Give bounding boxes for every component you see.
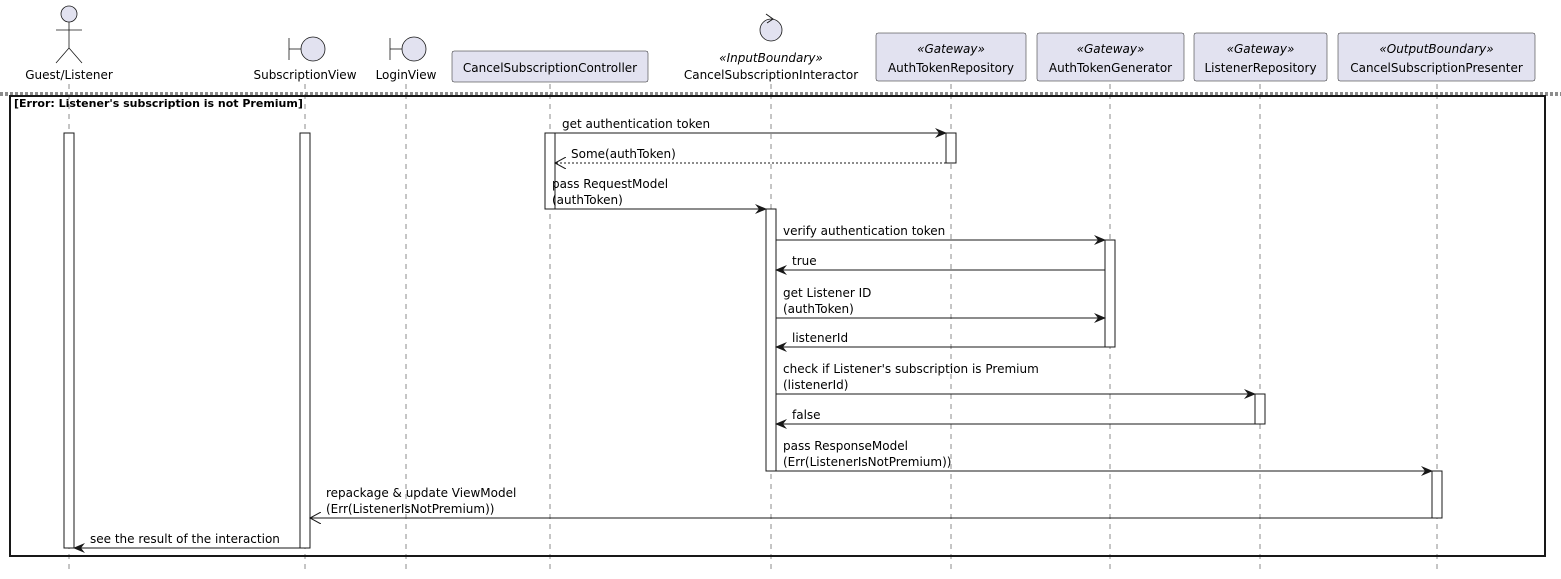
participant-name: AuthTokenGenerator bbox=[1049, 61, 1172, 75]
message-label: false bbox=[792, 408, 821, 422]
message-label: Some(authToken) bbox=[571, 147, 676, 161]
participant-name: CancelSubscriptionInteractor bbox=[684, 68, 858, 82]
participant-guest: Guest/Listener bbox=[25, 5, 113, 82]
participant-presenter: «OutputBoundary» CancelSubscriptionPresen… bbox=[1337, 32, 1536, 82]
fragment-frame bbox=[9, 95, 1546, 557]
actor-head-icon bbox=[60, 5, 78, 23]
participant-box bbox=[1337, 32, 1536, 82]
message-label: see the result of the interaction bbox=[90, 532, 280, 546]
fragment-title: [Error: Listener's subscription is not P… bbox=[14, 97, 303, 110]
message-10: pass ResponseModel (Err(ListenerIsNotPrem… bbox=[776, 439, 1433, 476]
message-label: true bbox=[792, 254, 817, 268]
participant-listenerrepo: «Gateway» ListenerRepository bbox=[1193, 32, 1328, 82]
participant-box bbox=[875, 32, 1027, 82]
participant-subview: SubscriptionView bbox=[253, 36, 357, 82]
activation-bars bbox=[63, 132, 1443, 549]
message-label: get authentication token bbox=[562, 117, 710, 131]
alt-fragment: [Error: Listener's subscription is not P… bbox=[0, 92, 1561, 557]
participant-headers: Guest/Listener SubscriptionView LoginView C… bbox=[25, 5, 1536, 83]
participant-name: Guest/Listener bbox=[25, 68, 113, 82]
participant-name: SubscriptionView bbox=[253, 68, 356, 82]
boundary-icon bbox=[300, 36, 326, 62]
boundary-icon bbox=[401, 36, 427, 62]
control-icon bbox=[759, 18, 783, 42]
message-8: check if Listener's subscription is Prem… bbox=[776, 362, 1256, 399]
message-label: verify authentication token bbox=[783, 224, 945, 238]
message-label: (listenerId) bbox=[783, 378, 848, 392]
message-label: check if Listener's subscription is Prem… bbox=[783, 362, 1039, 376]
actor-body-icon bbox=[55, 22, 83, 64]
activation-bar-presenter bbox=[1431, 470, 1443, 519]
message-7: listenerId bbox=[775, 331, 1105, 352]
participant-tokengen: «Gateway» AuthTokenGenerator bbox=[1036, 32, 1185, 82]
participant-name: CancelSubscriptionController bbox=[463, 61, 637, 75]
lifelines bbox=[68, 84, 1438, 570]
activation-bar-tokenrepo bbox=[945, 132, 957, 164]
participant-interactor: «InputBoundary» CancelSubscriptionInterac… bbox=[684, 13, 858, 82]
activation-bar-interactor bbox=[765, 208, 777, 472]
message-label: get Listener ID bbox=[783, 286, 871, 300]
participant-loginview: LoginView bbox=[376, 36, 437, 82]
message-label: (Err(ListenerIsNotPremium)) bbox=[783, 455, 951, 469]
message-label: pass ResponseModel bbox=[783, 439, 908, 453]
participant-stereotype: «InputBoundary» bbox=[719, 51, 823, 65]
message-5: true bbox=[775, 254, 1105, 275]
activation-bar-listenerrepo bbox=[1254, 393, 1266, 425]
message-label: pass RequestModel bbox=[552, 177, 668, 191]
message-1: get authentication token bbox=[555, 117, 947, 138]
activation-bar-guest bbox=[63, 132, 75, 549]
message-9: false bbox=[775, 408, 1255, 429]
participant-stereotype: «Gateway» bbox=[917, 42, 985, 56]
participant-name: LoginView bbox=[376, 68, 437, 82]
message-6: get Listener ID (authToken) bbox=[776, 286, 1106, 323]
message-label: listenerId bbox=[792, 331, 848, 345]
message-label: repackage & update ViewModel bbox=[326, 486, 516, 500]
message-label: (authToken) bbox=[783, 302, 854, 316]
message-4: verify authentication token bbox=[776, 224, 1106, 245]
participant-name: ListenerRepository bbox=[1204, 61, 1316, 75]
participant-stereotype: «Gateway» bbox=[1077, 42, 1145, 56]
participant-controller: CancelSubscriptionController bbox=[451, 50, 649, 83]
message-label: (Err(ListenerIsNotPremium)) bbox=[326, 502, 494, 516]
participant-box bbox=[1193, 32, 1328, 82]
activation-bar-subview bbox=[299, 132, 311, 549]
participant-box bbox=[1036, 32, 1185, 82]
control-arrow-icon bbox=[765, 13, 774, 24]
participant-tokenrepo: «Gateway» AuthTokenRepository bbox=[875, 32, 1027, 82]
participant-box bbox=[451, 50, 649, 83]
participant-stereotype: «Gateway» bbox=[1227, 42, 1295, 56]
message-12: see the result of the interaction bbox=[73, 532, 300, 553]
message-3: pass RequestModel (authToken) bbox=[545, 177, 767, 214]
activation-bar-tokengen bbox=[1104, 239, 1116, 348]
message-11: repackage & update ViewModel (Err(Listene… bbox=[310, 486, 1432, 518]
participant-name: AuthTokenRepository bbox=[888, 61, 1014, 75]
participant-name: CancelSubscriptionPresenter bbox=[1350, 61, 1523, 75]
message-label: (authToken) bbox=[552, 193, 623, 207]
message-2: Some(authToken) bbox=[555, 147, 946, 163]
participant-stereotype: «OutputBoundary» bbox=[1379, 42, 1493, 56]
